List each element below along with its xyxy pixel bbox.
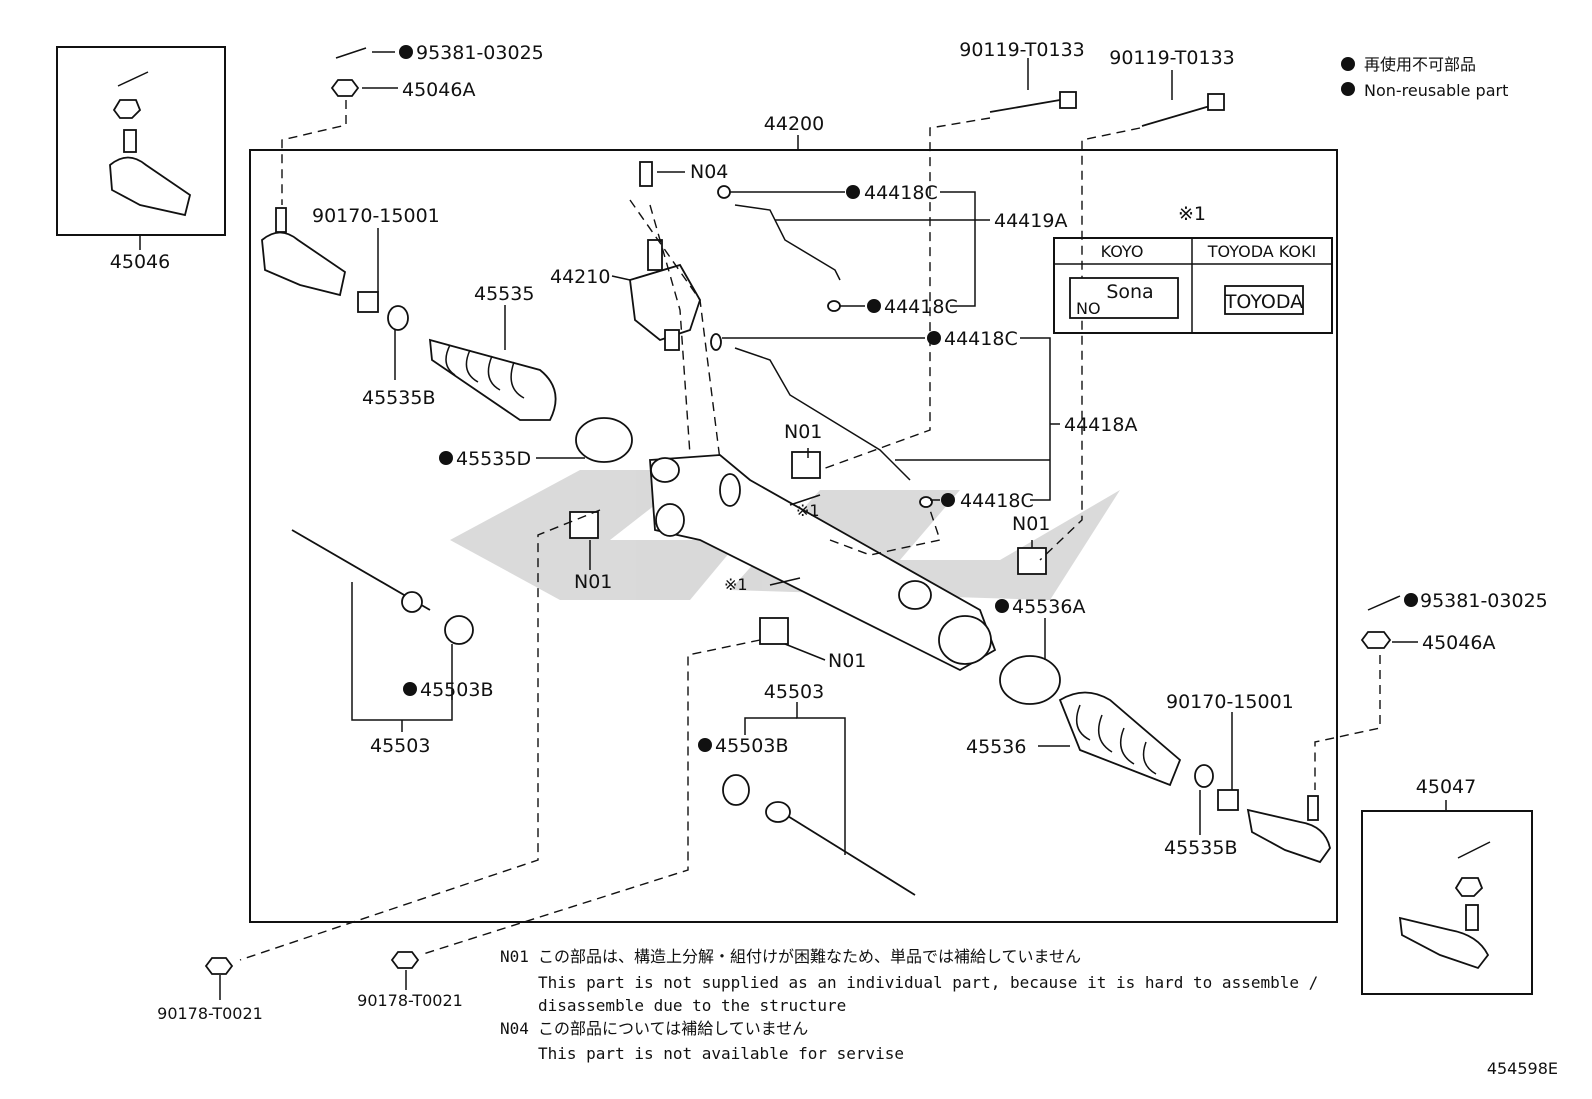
note-n01-code: N01 [500, 947, 529, 966]
legend-en: Non-reusable part [1364, 81, 1508, 100]
label-n04: N04 [690, 161, 728, 183]
label-ref-1-table: ※1 [1178, 203, 1206, 225]
toyoda-logo-text: TOYODA [1224, 291, 1303, 313]
label-95381-03025-left: 95381-03025 [416, 42, 544, 64]
label-44419a: 44419A [994, 210, 1067, 232]
label-44200: 44200 [764, 113, 824, 135]
label-90119-a: 90119-T0133 [959, 39, 1085, 61]
boot-45535 [428, 338, 557, 421]
bushing-n01-c [1017, 547, 1047, 575]
label-44418c-4: 44418C [960, 490, 1034, 512]
assembly-frame [249, 149, 1338, 923]
bolt-90119-b [1141, 93, 1225, 127]
tube-44419a [734, 204, 841, 281]
table-header-toyoda-koki: TOYODA KOKI [1207, 242, 1316, 261]
koyo-no-text: NO [1076, 299, 1101, 318]
bushing-n01-d [759, 617, 789, 645]
oring-44418c-1 [717, 185, 731, 199]
label-44418c-1: 44418C [864, 182, 938, 204]
note-n01-en-2: disassemble due to the structure [538, 996, 846, 1015]
leader-lines [139, 51, 1447, 1000]
label-n01-d: N01 [828, 650, 866, 672]
cotter-pin-right [1367, 595, 1401, 611]
band-45535d [575, 417, 633, 463]
bolt-n04 [639, 161, 653, 187]
label-45503-right: 45503 [764, 681, 824, 703]
valve-housing-44210 [629, 239, 701, 351]
footnotes: N01 この部品は、構造上分解・組付けが困難なため、単品では補給していません T… [500, 947, 1318, 1063]
dashed-guides [239, 100, 1381, 961]
label-44418c-3: 44418C [944, 328, 1018, 350]
note-n01-ja: この部品は、構造上分解・組付けが困難なため、単品では補給していません [538, 947, 1081, 966]
label-90119-b: 90119-T0133 [1109, 47, 1235, 69]
label-45536a: 45536A [1012, 596, 1085, 618]
nut-right [1360, 631, 1392, 649]
inner-tie-rod-left [291, 529, 431, 613]
label-45503b-right: 45503B [715, 735, 788, 757]
bush-90170-right [1217, 789, 1239, 811]
clamp-45535b-right [1194, 764, 1214, 788]
boot-45536 [1058, 691, 1182, 787]
label-45536: 45536 [966, 736, 1026, 758]
inset-45046 [56, 46, 226, 236]
label-90170-15001-right: 90170-15001 [1166, 691, 1294, 713]
note-n04-ja: この部品については補給していません [538, 1019, 808, 1038]
bolt-90178-b [390, 951, 420, 969]
label-44418a: 44418A [1064, 414, 1137, 436]
label-45535d: 45535D [456, 448, 531, 470]
label-ref-1-b: ※1 [724, 575, 748, 594]
bush-90170-left [357, 291, 379, 313]
inner-tie-rod-right [765, 801, 916, 896]
oring-44418c-3 [710, 333, 722, 351]
tube-44418a [734, 347, 911, 481]
note-n04-code: N04 [500, 1019, 529, 1038]
table-header-koyo: KOYO [1101, 242, 1144, 261]
label-n01-c: N01 [1012, 513, 1050, 535]
label-n01-b: N01 [784, 421, 822, 443]
diagram-id: 454598E [1487, 1059, 1558, 1078]
label-95381-03025-right: 95381-03025 [1420, 590, 1548, 612]
tie-rod-end-left [261, 207, 347, 297]
oring-44418c-4 [919, 496, 933, 508]
oring-44418c-2 [827, 300, 841, 312]
washer-45503b-left [444, 615, 474, 645]
rack-housing-44200 [649, 454, 997, 672]
band-45536a [999, 655, 1061, 705]
part-labels: 95381-03025 45046A 45046 90119-T0133 901… [110, 39, 1548, 1023]
label-45535b-right: 45535B [1164, 837, 1237, 859]
manufacturer-table: KOYO TOYODA KOKI Sona NO TOYODA [1053, 237, 1333, 334]
bolt-90178-a [204, 957, 234, 975]
label-45535: 45535 [474, 283, 534, 305]
label-45046: 45046 [110, 251, 170, 273]
cotter-pin-left [335, 47, 367, 59]
label-45046a-left: 45046A [402, 79, 475, 101]
label-45046a-right: 45046A [1422, 632, 1495, 654]
label-45503-left: 45503 [370, 735, 430, 757]
note-n01-en-1: This part is not supplied as an individu… [538, 973, 1318, 992]
bushing-n01-b [791, 451, 821, 479]
note-n04-en: This part is not available for servise [538, 1044, 904, 1063]
label-ref-1-a: ※1 [796, 501, 820, 520]
label-44210: 44210 [550, 266, 610, 288]
label-n01-a: N01 [574, 571, 612, 593]
label-90170-15001-left: 90170-15001 [312, 205, 440, 227]
legend-ja: 再使用不可部品 [1364, 55, 1476, 74]
label-90178-a: 90178-T0021 [157, 1004, 263, 1023]
non-reusable-markers [399, 45, 1418, 752]
label-45535b-left: 45535B [362, 387, 435, 409]
nut-left [330, 79, 360, 97]
tie-rod-end-right [1246, 795, 1331, 864]
koyo-logo-text: Sona [1106, 281, 1153, 303]
label-90178-b: 90178-T0021 [357, 991, 463, 1010]
label-45047: 45047 [1416, 776, 1476, 798]
bolt-90119-a [989, 91, 1077, 113]
label-44418c-2: 44418C [884, 296, 958, 318]
clamp-45535b-left [387, 305, 409, 331]
label-45503b-left: 45503B [420, 679, 493, 701]
inset-45047 [1361, 810, 1533, 995]
washer-45503b-right [722, 774, 750, 806]
